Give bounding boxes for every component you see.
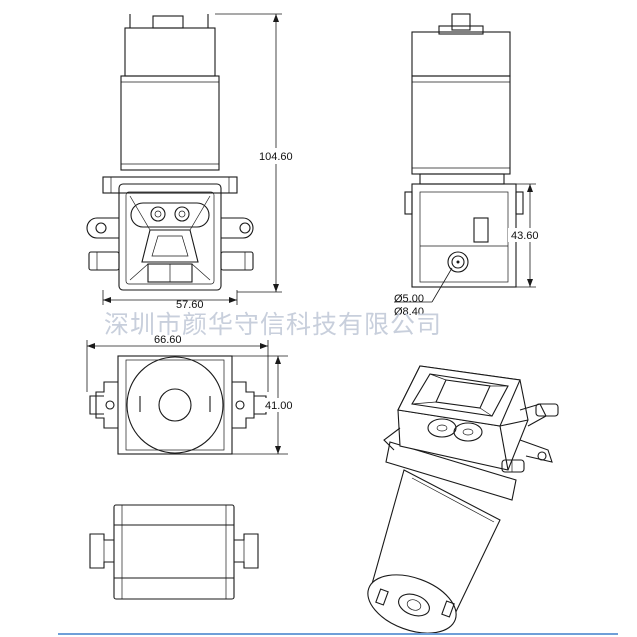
top-view: [89, 355, 267, 455]
dim-side-height: 43.60: [508, 183, 546, 288]
base-width-label: 57.60: [176, 299, 204, 311]
top-width-label: 66.60: [154, 334, 182, 346]
port-inner-diameter: Ø5.00: [394, 293, 424, 305]
dim-overall-height: 104.60: [215, 13, 300, 293]
company-watermark: 深圳市颜华守信科技有限公司: [104, 310, 442, 339]
side-view: [404, 13, 524, 288]
footer-rule: [58, 633, 618, 635]
bottom-view: [89, 504, 259, 600]
overall-height-label: 104.60: [259, 151, 293, 163]
top-depth-label: 41.00: [265, 400, 293, 412]
side-height-label: 43.60: [511, 230, 539, 242]
port-diameter-callout: Ø5.00 Ø8.40: [394, 267, 453, 318]
front-view: [86, 14, 254, 291]
dim-top-depth: 41.00: [232, 355, 298, 455]
port-outer-diameter: Ø8.40: [394, 306, 424, 318]
isometric-view: [367, 365, 559, 634]
dim-base-width: 57.60: [102, 290, 238, 311]
dim-top-width: 66.60: [86, 334, 269, 392]
